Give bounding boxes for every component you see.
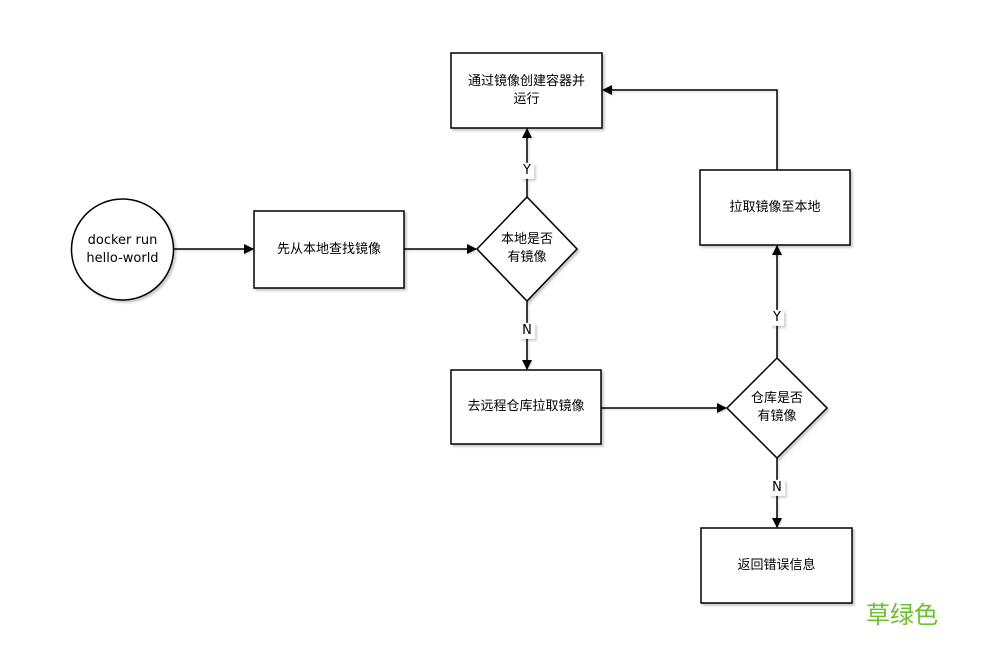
nodes-group bbox=[70, 52, 853, 604]
start-ellipse-shape bbox=[70, 198, 175, 301]
edge-pull-to-local-to-create-container bbox=[602, 85, 778, 170]
edges-group bbox=[173, 85, 782, 528]
local-has-diamond-shape bbox=[475, 195, 579, 303]
find-local-rect-shape bbox=[253, 210, 405, 289]
pull-remote-rect-shape bbox=[450, 369, 602, 445]
pull-to-local-rect-shape bbox=[699, 169, 851, 246]
return-error-rect-shape bbox=[700, 527, 853, 604]
create-container-rect-shape bbox=[450, 52, 603, 129]
edge-label-repo-no: N bbox=[769, 479, 785, 497]
color-note-text: 草绿色 bbox=[866, 601, 938, 629]
edge-label-local-yes: Y bbox=[520, 162, 534, 180]
edge-label-local-no: N bbox=[519, 322, 535, 340]
edge-label-repo-yes: Y bbox=[770, 309, 784, 327]
repo-has-diamond-shape bbox=[725, 356, 829, 460]
